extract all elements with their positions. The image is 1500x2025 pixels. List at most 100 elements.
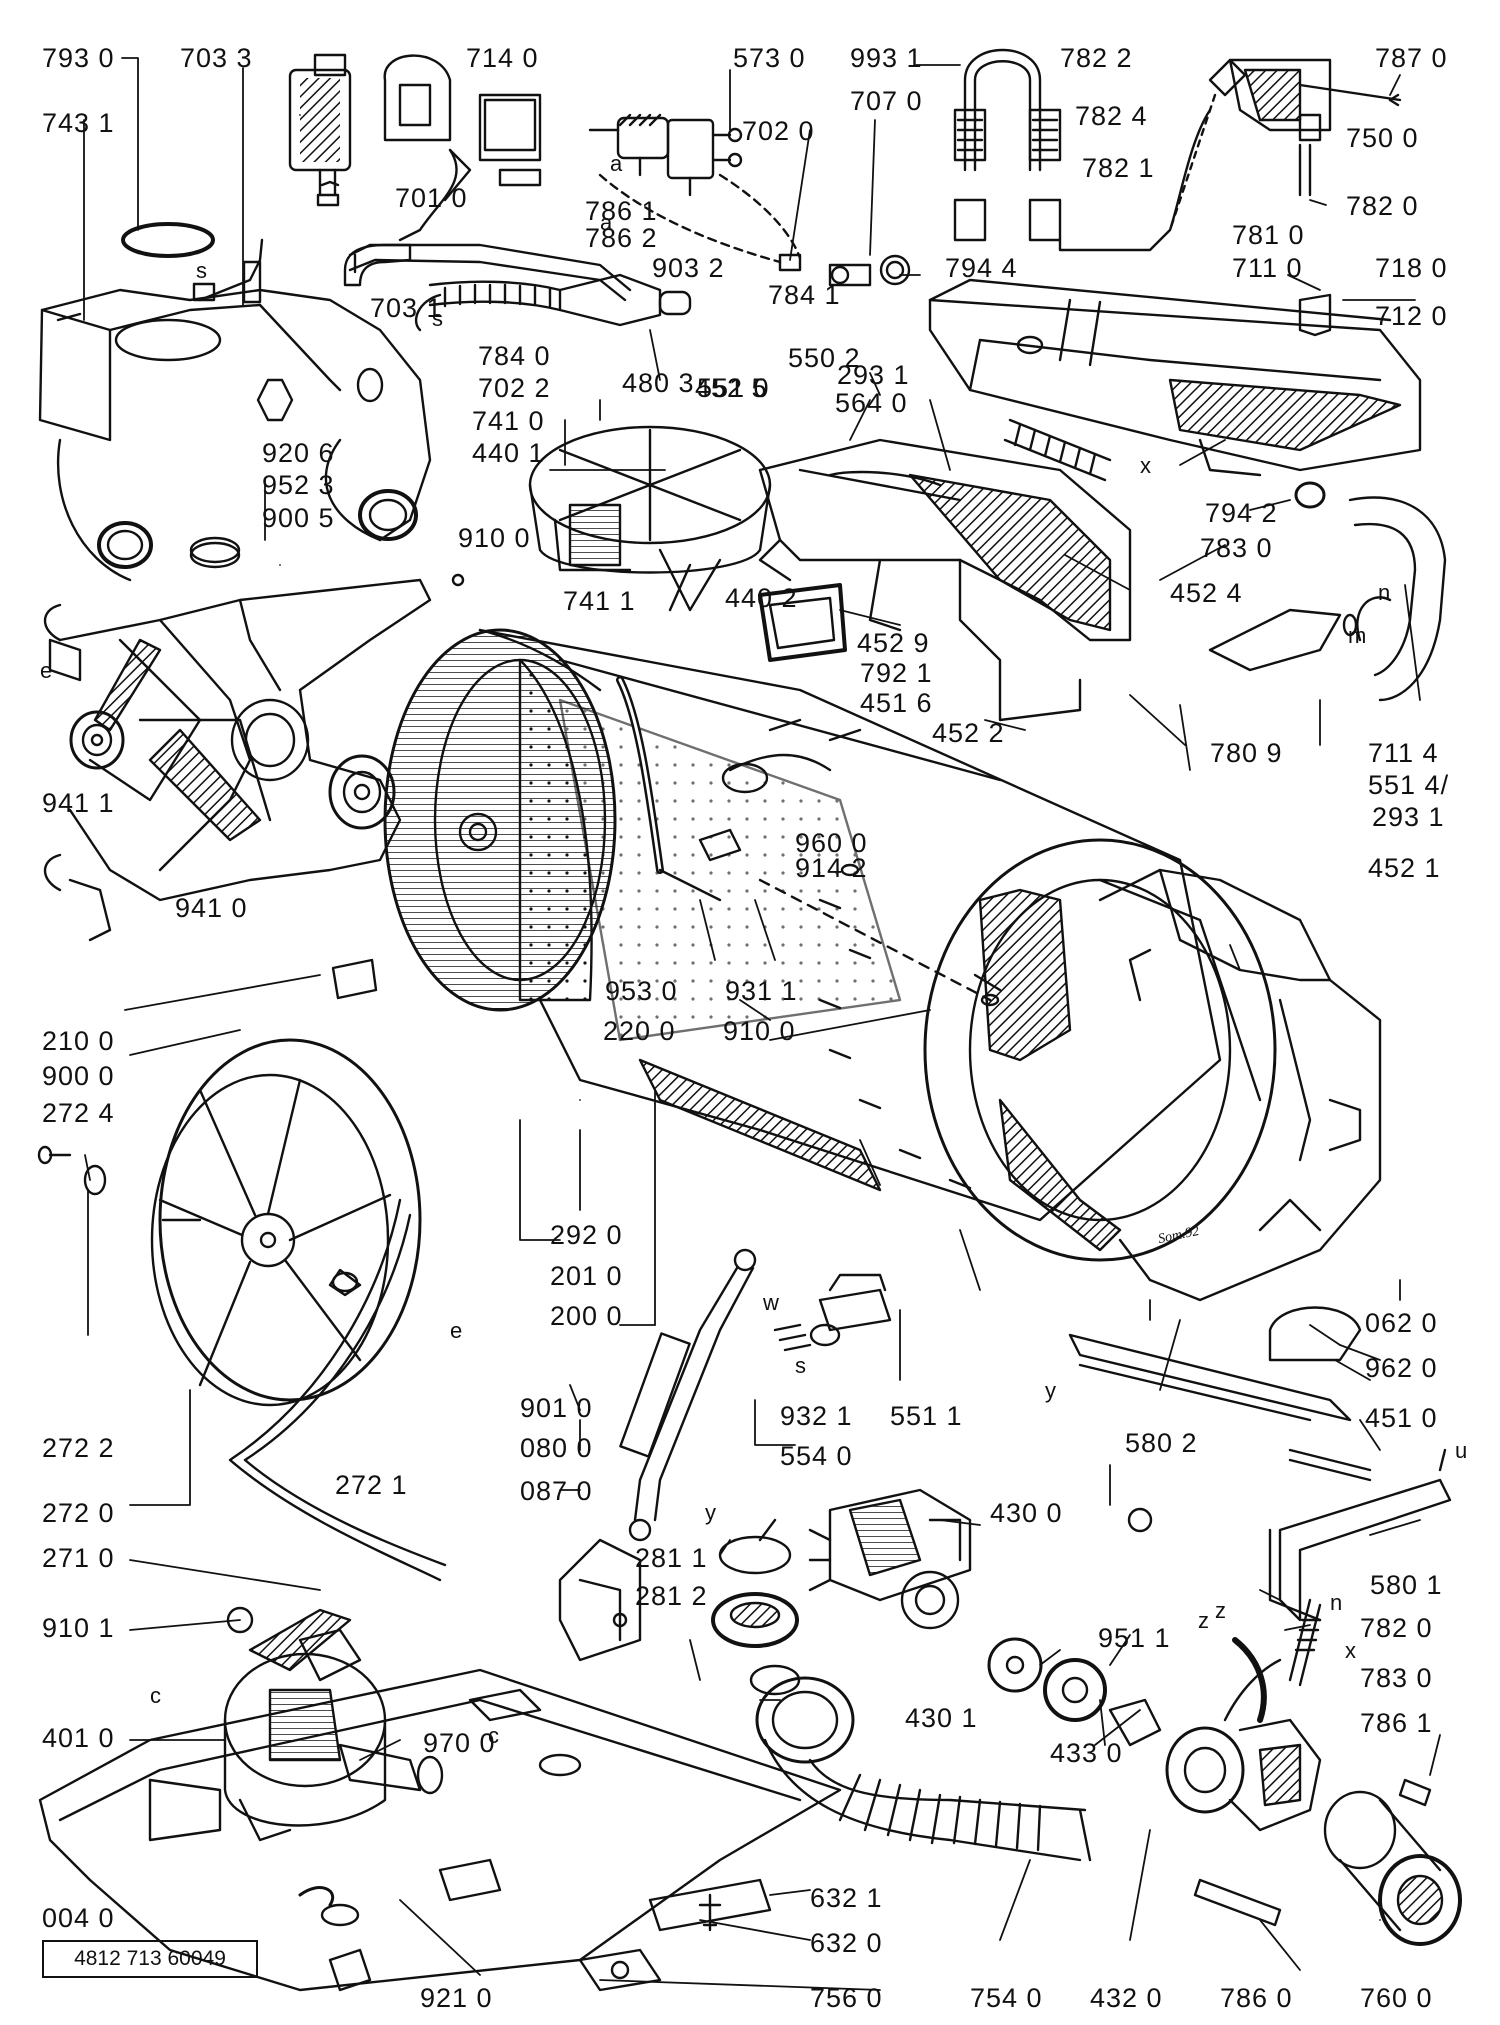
heater-thermostat bbox=[1208, 58, 1402, 197]
part-label: 281 1 bbox=[635, 1543, 708, 1573]
part-label: 573 0 bbox=[733, 43, 806, 73]
part-label: 941 0 bbox=[175, 893, 248, 923]
dispenser-drawer bbox=[928, 278, 1422, 477]
connector-letter: w bbox=[763, 1290, 779, 1315]
solenoid-701 bbox=[288, 53, 352, 207]
clip-718 bbox=[1298, 293, 1332, 337]
part-label: 910 0 bbox=[458, 523, 531, 553]
part-label: 281 2 bbox=[635, 1581, 708, 1611]
connector-letter: c bbox=[488, 1723, 499, 1748]
part-label: 910 1 bbox=[42, 1613, 115, 1643]
spring-hose bbox=[1003, 418, 1112, 482]
elbow-703 bbox=[343, 243, 412, 287]
part-label: 750 0 bbox=[1346, 123, 1419, 153]
part-label: 451 6 bbox=[860, 688, 933, 718]
part-label: 452 5 bbox=[695, 373, 768, 403]
part-label: 903 2 bbox=[652, 253, 725, 283]
detergent-tray bbox=[758, 438, 1132, 722]
part-label: 782 1 bbox=[1082, 153, 1155, 183]
bracket-087 bbox=[558, 1538, 642, 1662]
part-label: 632 1 bbox=[810, 1883, 883, 1913]
part-label: 632 0 bbox=[810, 1928, 883, 1958]
part-label: 564 0 bbox=[835, 388, 908, 418]
belt-271 bbox=[228, 1198, 442, 1582]
part-label: 784 0 bbox=[478, 341, 551, 371]
part-label: 960 0 bbox=[795, 828, 868, 858]
part-label: 962 0 bbox=[1365, 1353, 1438, 1383]
part-label: 272 2 bbox=[42, 1433, 115, 1463]
part-label: 781 0 bbox=[1232, 220, 1305, 250]
connector-letter: z bbox=[1215, 1598, 1226, 1623]
connector-letter: a bbox=[600, 210, 613, 235]
part-label: 786 1 bbox=[1360, 1708, 1433, 1738]
part-label: 786 0 bbox=[1220, 1983, 1293, 2013]
connector-letter: e bbox=[450, 1318, 463, 1343]
tub-seals bbox=[711, 1518, 801, 1696]
part-label: 580 1 bbox=[1370, 1570, 1443, 1600]
part-label: 786 1 bbox=[585, 196, 658, 226]
part-label: 550 2 bbox=[788, 343, 861, 373]
connector-letter: s bbox=[196, 258, 207, 283]
motor-401 bbox=[223, 1606, 444, 1842]
part-label: 743 1 bbox=[42, 108, 115, 138]
part-label: 452 9 bbox=[857, 628, 930, 658]
fill-hose bbox=[953, 48, 1062, 242]
part-label: 914 2 bbox=[795, 853, 868, 883]
pump-hoses bbox=[1232, 1598, 1322, 1723]
sensor-786-1 bbox=[1398, 1778, 1432, 1807]
part-label: 293 1 bbox=[1372, 802, 1445, 832]
part-label: 901 0 bbox=[520, 1393, 593, 1423]
part-900 bbox=[331, 958, 378, 1000]
part-label: 951 1 bbox=[1098, 1623, 1171, 1653]
document-number-box: 4812 713 60049 bbox=[42, 1940, 258, 1978]
part-label: 782 0 bbox=[1346, 191, 1419, 221]
part-label: 551 1 bbox=[890, 1401, 963, 1431]
part-label: 921 0 bbox=[420, 1983, 493, 2013]
part-label: 272 1 bbox=[335, 1470, 408, 1500]
soap-pump-housing bbox=[528, 425, 772, 612]
connector-letter: n bbox=[1330, 1590, 1343, 1615]
pressure-switch bbox=[383, 54, 542, 242]
part-label: 401 0 bbox=[42, 1723, 115, 1753]
pulley-wheel bbox=[150, 1038, 422, 1407]
part-label: 953 0 bbox=[605, 976, 678, 1006]
wire-781 bbox=[1058, 108, 1212, 252]
part-label: 786 2 bbox=[585, 223, 658, 253]
part-label: 452 4 bbox=[1170, 578, 1243, 608]
drum-assembly bbox=[383, 628, 1382, 1302]
connector-letter: a bbox=[610, 151, 623, 176]
part-label: 220 0 bbox=[603, 1016, 676, 1046]
part-label: 271 0 bbox=[42, 1543, 115, 1573]
heating-element bbox=[1068, 1306, 1372, 1482]
part-label: 292 0 bbox=[550, 1220, 623, 1250]
bearing-941-1 bbox=[69, 710, 125, 770]
part-label: 754 0 bbox=[970, 1983, 1043, 2013]
part-label: 794 4 bbox=[945, 253, 1018, 283]
latch-parts bbox=[578, 1878, 772, 1992]
part-label: 756 0 bbox=[810, 1983, 883, 2013]
connector-letter: e bbox=[40, 658, 53, 683]
part-label: 760 0 bbox=[1360, 1983, 1433, 2013]
part-label: 718 0 bbox=[1375, 253, 1448, 283]
part-label: 440 1 bbox=[472, 438, 545, 468]
part-label: 782 4 bbox=[1075, 101, 1148, 131]
part-label: 201 0 bbox=[550, 1261, 623, 1291]
part-label: 707 0 bbox=[850, 86, 923, 116]
part-label: 793 0 bbox=[42, 43, 115, 73]
part-label: 794 2 bbox=[1205, 498, 1278, 528]
connector-letter: m bbox=[1348, 623, 1367, 648]
part-label: 993 1 bbox=[850, 43, 923, 73]
part-label: 430 1 bbox=[905, 1703, 978, 1733]
bolt-272-4 bbox=[37, 1145, 107, 1196]
connector-letter: s bbox=[432, 306, 443, 331]
part-label: 554 0 bbox=[780, 1441, 853, 1471]
part-label: 782 2 bbox=[1060, 43, 1133, 73]
part-label: 200 0 bbox=[550, 1301, 623, 1331]
drain-pump bbox=[1165, 1658, 1322, 1832]
connector-letter: x bbox=[1140, 453, 1151, 478]
part-label: 080 0 bbox=[520, 1433, 593, 1463]
part-label: 062 0 bbox=[1365, 1308, 1438, 1338]
part-label: 551 0 bbox=[697, 373, 770, 403]
